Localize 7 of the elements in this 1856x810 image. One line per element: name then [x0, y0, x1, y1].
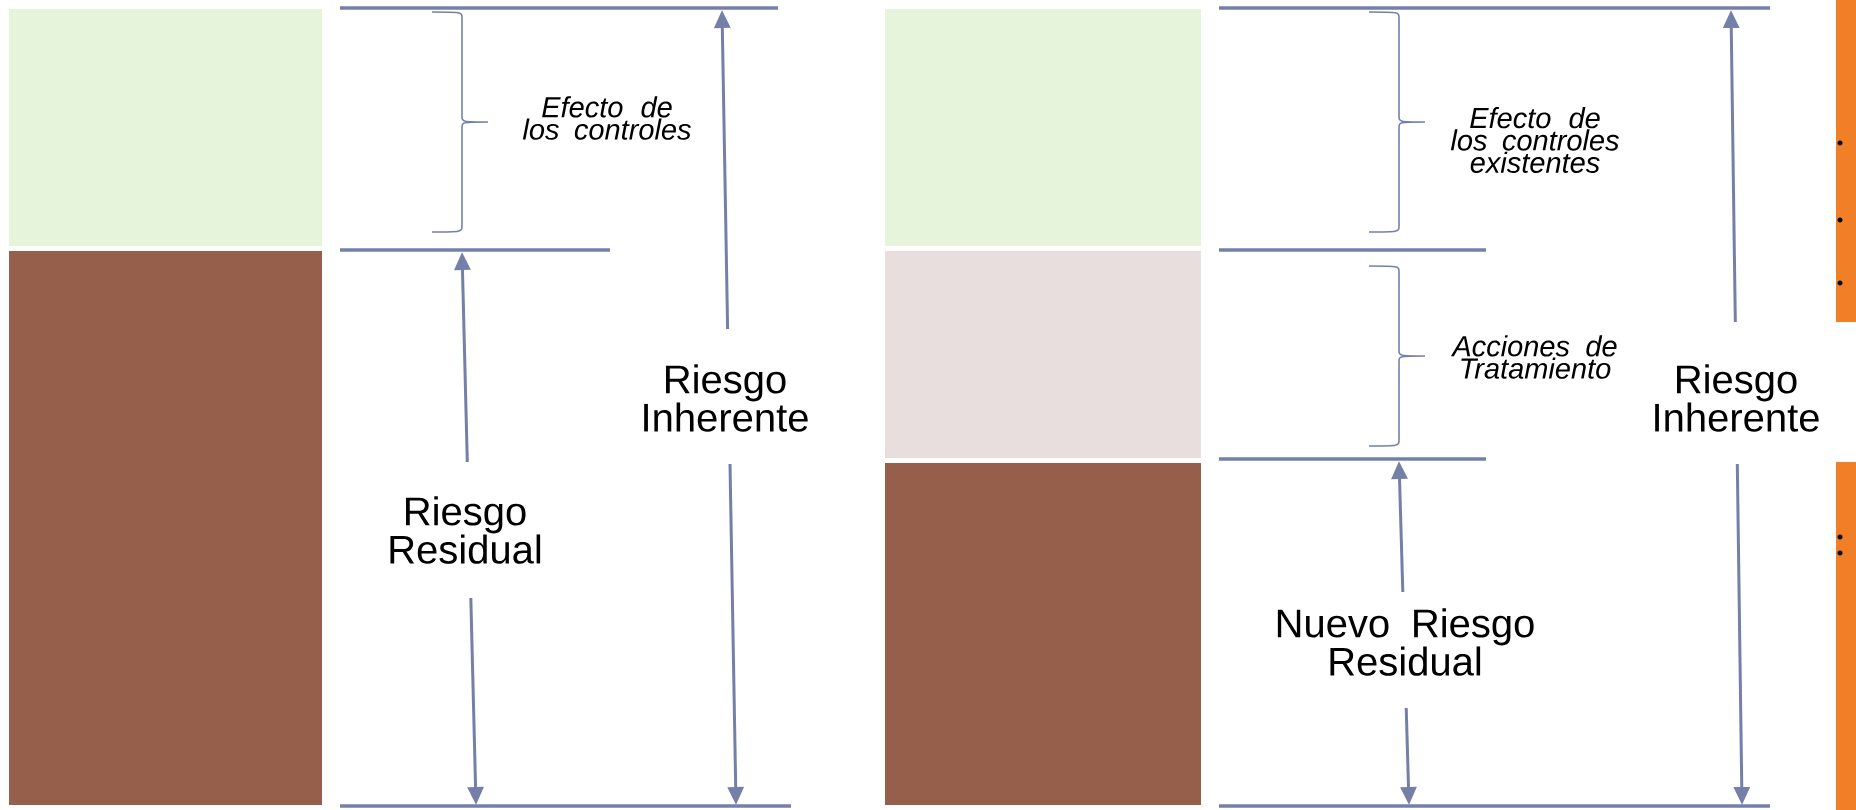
dimension-label: Nuevo Riesgo Residual [1277, 608, 1534, 676]
brace-label: Efecto de los controles [522, 96, 691, 140]
brace-label: Acciones de Tratamiento [1450, 335, 1617, 379]
dimension-label: Riesgo Inherente [1655, 364, 1819, 432]
dimension-label: Riesgo Inherente [644, 364, 808, 432]
brace-label: Efecto de los controles existentes [1450, 107, 1619, 173]
dimension-label: Riesgo Residual [390, 496, 541, 564]
